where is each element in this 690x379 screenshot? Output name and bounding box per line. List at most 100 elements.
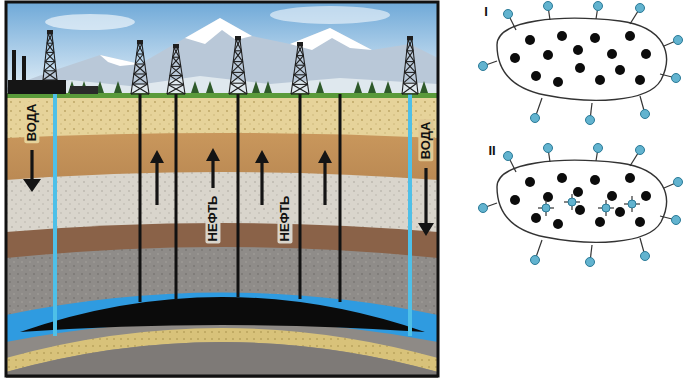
oil-drop-part-part <box>564 194 580 210</box>
oil-derrick-part-part <box>407 50 413 51</box>
rock-layers-part <box>20 297 425 332</box>
oil-drop-part-part <box>479 62 488 71</box>
oil-derrick-part-part <box>294 74 306 75</box>
tree-row-part <box>316 81 324 93</box>
rock-layers-part <box>6 98 438 378</box>
tree-row-part <box>114 81 122 93</box>
oil-drop-part-part <box>594 144 603 153</box>
oil-derrick-part-part <box>295 65 306 75</box>
oil-drop-part-part <box>586 258 595 267</box>
oil-derrick-part-part <box>229 93 247 94</box>
sky-scene-part <box>100 55 140 66</box>
oil-derrick-part-part <box>173 57 180 58</box>
oil-drop-part-part <box>635 75 645 85</box>
oil-drop-part-part <box>628 200 636 208</box>
rock-layers-part <box>6 293 438 379</box>
oil-derrick-part-part <box>292 84 307 85</box>
oil-derrick-part-part <box>291 84 308 94</box>
rock-layers-part <box>6 321 438 378</box>
oil-derrick-part-part <box>132 83 147 84</box>
sky-scene-part <box>270 6 390 24</box>
flow-arrow <box>23 148 434 236</box>
oil-drop-part-part <box>531 114 540 123</box>
oil-drop-part-part <box>615 207 625 217</box>
oil-drop-part <box>479 2 683 125</box>
panel-frame <box>6 2 438 376</box>
oil-drop-part-part <box>674 36 683 45</box>
oil-derrick-part-part <box>134 64 145 74</box>
tree-row-part <box>206 81 214 93</box>
oil-derrick-part <box>229 36 247 94</box>
oil-drop-part-part <box>636 146 645 155</box>
oil-derrick-part-part <box>135 63 145 64</box>
oil-derrick-part-part <box>137 53 144 54</box>
wells-part <box>339 94 342 302</box>
oil-drop-part-part <box>504 10 513 19</box>
oil-drop-part-part <box>641 191 651 201</box>
tree-row-part <box>264 81 272 93</box>
oil-derrick-part-part <box>235 50 242 51</box>
oil-drop-part-part <box>607 49 617 59</box>
oil-drop-part-part <box>553 77 563 87</box>
sky-scene <box>6 2 438 97</box>
sky-scene-part <box>6 18 438 97</box>
oil-derrick-part-part <box>407 51 415 62</box>
oil-drop-part-part <box>595 75 605 85</box>
oil-derrick-part-part <box>406 62 416 73</box>
oil-derrick-part-part <box>131 84 148 94</box>
wells-part <box>408 94 412 336</box>
oil-drop-part-part <box>636 4 645 13</box>
oil-drop-part-part <box>568 198 576 206</box>
oil-derrick-part-part <box>230 83 247 94</box>
oil-derrick-part-part <box>44 71 57 80</box>
oil-drop-part-part <box>624 196 640 212</box>
tree-row-part <box>420 81 428 93</box>
sky-scene-part <box>6 2 438 97</box>
wells <box>55 94 410 336</box>
wells-part <box>139 94 142 302</box>
oil-derrick-part-part <box>168 84 183 85</box>
oil-derrick-part-part <box>291 93 309 94</box>
tree-row <box>68 81 428 93</box>
oil-drop-part-part <box>557 31 567 41</box>
oil-derrick-part-part <box>232 72 246 83</box>
oil-derrick-part-part <box>403 72 415 83</box>
oil-drop-part-part <box>674 178 683 187</box>
sky-scene-part <box>45 14 135 30</box>
oil-drop <box>479 2 683 267</box>
oil-drop-part-part <box>510 195 520 205</box>
oil-derrick-part-part <box>297 42 303 46</box>
oil-drop-part-part <box>531 213 541 223</box>
oil-derrick-part-part <box>131 93 149 94</box>
oil-derrick-part-part <box>294 75 308 85</box>
oil-derrick-part-part <box>43 79 57 80</box>
sky-scene-part <box>6 76 438 97</box>
oil-drop-part-part <box>497 160 666 242</box>
oil-derrick-part-part <box>230 72 244 83</box>
oil-derrick-part-part <box>236 40 241 51</box>
flow-label: ВОДА <box>419 119 434 161</box>
oil-derrick-part-part <box>402 83 417 94</box>
oil-derrick-part-part <box>403 83 417 84</box>
oil-derrick-part <box>43 30 57 80</box>
oil-drop-part-part <box>590 33 600 43</box>
oil-drop-part <box>479 144 683 267</box>
oil-derrick-part-part <box>233 61 243 62</box>
oil-derrick-part-part <box>170 76 184 85</box>
oil-derrick-part-part <box>173 57 181 66</box>
oil-drop-part-part <box>543 192 553 202</box>
oil-drop-part-part <box>479 204 488 213</box>
oil-derrick-part-part <box>170 75 182 76</box>
oil-derrick-part-part <box>297 55 304 56</box>
oil-drop-part-part <box>525 35 535 45</box>
oil-drop-part-part <box>531 71 541 81</box>
oil-drop-part-part <box>641 110 650 119</box>
factory-part <box>22 56 26 82</box>
oil-drop-part-part <box>625 31 635 41</box>
oil-derrick-part-part <box>137 54 145 64</box>
oil-drop-part-part <box>542 204 550 212</box>
oil-derrick-part-part <box>233 62 244 73</box>
oil-derrick-part-part <box>230 83 245 84</box>
rock-layers <box>6 93 438 378</box>
